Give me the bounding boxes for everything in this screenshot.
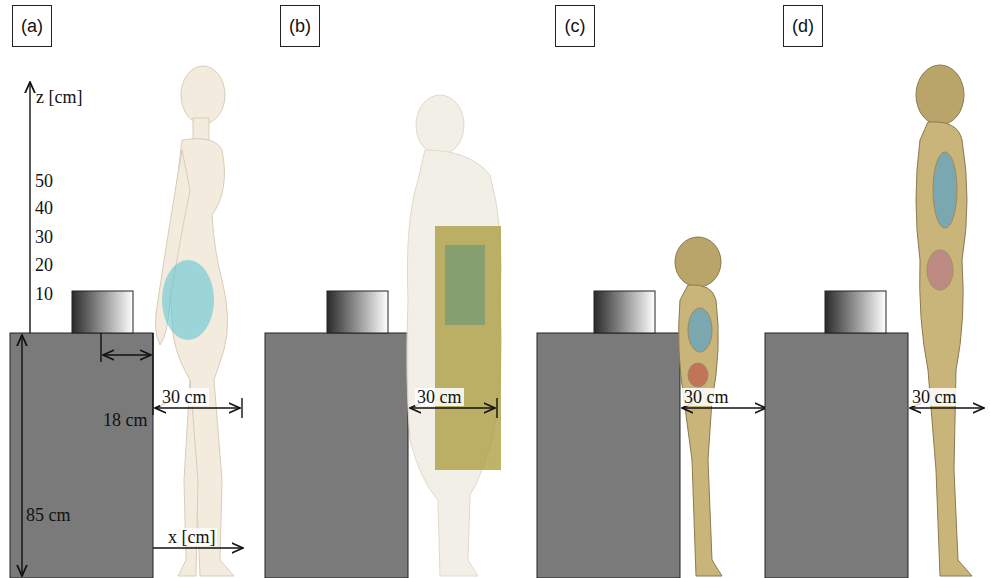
- organ: [445, 245, 485, 325]
- tick-label: 10: [35, 285, 53, 303]
- tick-label: 50: [35, 172, 53, 190]
- panel-label: (a): [21, 16, 43, 37]
- device-d: [765, 291, 908, 578]
- dimension-label: 30 cm: [682, 388, 731, 406]
- panel-label-box: (d): [783, 5, 823, 47]
- tick-label: 20: [35, 256, 53, 274]
- female-phantom: [155, 66, 234, 576]
- dimension: [910, 407, 984, 408]
- panel-label: (d): [792, 16, 814, 37]
- device-a: [10, 291, 153, 578]
- adult-phantom: [916, 65, 972, 576]
- dimension-label: 30 cm: [415, 388, 464, 406]
- voxel-region: [435, 226, 501, 470]
- panel-label-box: (c): [555, 5, 595, 47]
- axes: [22, 82, 243, 576]
- panel-label: (b): [289, 16, 311, 37]
- tick-label: 30: [35, 228, 53, 246]
- tick-label: 40: [35, 199, 53, 217]
- dimension-label: 30 cm: [910, 388, 959, 406]
- panel-label: (c): [565, 16, 586, 37]
- device-c: [537, 291, 680, 578]
- child-phantom: [675, 237, 722, 576]
- axis-label: x [cm]: [166, 528, 217, 546]
- obese-phantom: [407, 95, 502, 576]
- device-b: [265, 291, 408, 578]
- axis-label: z [cm]: [36, 88, 82, 106]
- panel-label-box: (a): [12, 5, 52, 47]
- dimension-label: 18 cm: [103, 411, 148, 429]
- organ: [162, 260, 214, 340]
- panel-label-box: (b): [280, 5, 320, 47]
- dimension-label: 30 cm: [160, 388, 209, 406]
- dimension-label: 85 cm: [26, 506, 71, 524]
